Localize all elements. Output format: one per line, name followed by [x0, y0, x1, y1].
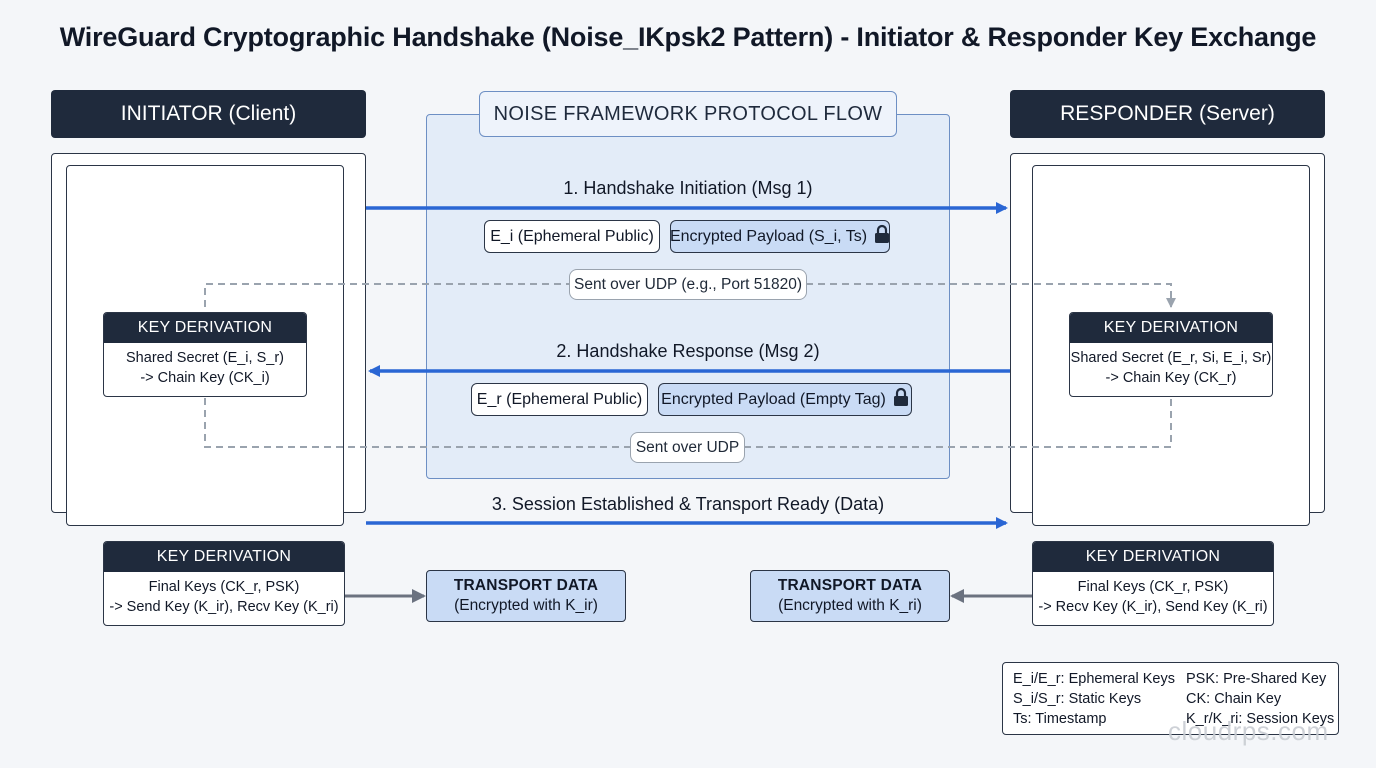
msg2-payload-pill: Encrypted Payload (Empty Tag)	[658, 383, 912, 416]
kd-line: -> Chain Key (CK_r)	[1105, 370, 1237, 386]
legend-item: PSK: Pre-Shared Key	[1186, 671, 1327, 687]
kd-line: -> Chain Key (CK_i)	[140, 370, 270, 386]
initiator-final-key-derivation: KEY DERIVATION Final Keys (CK_r, PSK) ->…	[103, 541, 345, 626]
transport-data-title: TRANSPORT DATA	[453, 577, 599, 594]
key-derivation-header: KEY DERIVATION	[104, 542, 344, 572]
responder-header: RESPONDER (Server)	[1010, 90, 1325, 138]
msg2-payload-text: Encrypted Payload (Empty Tag)	[661, 390, 886, 408]
transport-data-detail: (Encrypted with K_ri)	[778, 597, 922, 614]
kd-line: Shared Secret (E_r, Si, E_i, Sr)	[1070, 350, 1272, 366]
kd-line: -> Send Key (K_ir), Recv Key (K_ri)	[109, 599, 339, 615]
responder-transport-data: TRANSPORT DATA (Encrypted with K_ri)	[750, 570, 950, 622]
kd-line: -> Recv Key (K_ir), Send Key (K_ri)	[1038, 599, 1268, 615]
key-derivation-header: KEY DERIVATION	[1033, 542, 1273, 572]
msg2-udp-pill: Sent over UDP	[630, 432, 745, 463]
key-derivation-header: KEY DERIVATION	[1070, 313, 1272, 343]
lock-icon	[893, 387, 909, 412]
lock-icon	[874, 224, 890, 249]
msg1-ephemeral-pill: E_i (Ephemeral Public)	[484, 220, 660, 253]
msg1-udp-pill: Sent over UDP (e.g., Port 51820)	[569, 269, 807, 300]
legend-item: E_i/E_r: Ephemeral Keys	[1013, 671, 1175, 687]
protocol-flow-title: NOISE FRAMEWORK PROTOCOL FLOW	[479, 91, 897, 137]
msg1-payload-text: Encrypted Payload (S_i, Ts)	[669, 227, 868, 245]
watermark: cloudrps.com	[1168, 716, 1329, 746]
legend-item: S_i/S_r: Static Keys	[1013, 691, 1142, 707]
key-derivation-header: KEY DERIVATION	[104, 313, 306, 343]
legend-item: Ts: Timestamp	[1013, 711, 1107, 727]
msg2-label: 2. Handshake Response (Msg 2)	[556, 341, 820, 361]
initiator-transport-data: TRANSPORT DATA (Encrypted with K_ir)	[426, 570, 626, 622]
kd-line: Final Keys (CK_r, PSK)	[148, 579, 300, 595]
msg1-label: 1. Handshake Initiation (Msg 1)	[563, 178, 813, 198]
responder-key-derivation: KEY DERIVATION Shared Secret (E_r, Si, E…	[1069, 312, 1273, 397]
legend-item: K_r/K_ri: Session Keys	[1186, 711, 1335, 727]
msg1-payload-pill: Encrypted Payload (S_i, Ts)	[670, 220, 890, 253]
legend-item: CK: Chain Key	[1186, 691, 1282, 707]
kd-line: Final Keys (CK_r, PSK)	[1077, 579, 1229, 595]
diagram-title: WireGuard Cryptographic Handshake (Noise…	[59, 22, 1317, 52]
responder-final-key-derivation: KEY DERIVATION Final Keys (CK_r, PSK) ->…	[1032, 541, 1274, 626]
msg2-ephemeral-pill: E_r (Ephemeral Public)	[471, 383, 648, 416]
legend: E_i/E_r: Ephemeral Keys S_i/S_r: Static …	[1002, 662, 1339, 735]
transport-data-title: TRANSPORT DATA	[777, 577, 923, 594]
msg3-label: 3. Session Established & Transport Ready…	[491, 494, 885, 514]
initiator-key-derivation: KEY DERIVATION Shared Secret (E_i, S_r) …	[103, 312, 307, 397]
transport-data-detail: (Encrypted with K_ir)	[454, 597, 598, 614]
initiator-header: INITIATOR (Client)	[51, 90, 366, 138]
kd-line: Shared Secret (E_i, S_r)	[126, 350, 284, 366]
